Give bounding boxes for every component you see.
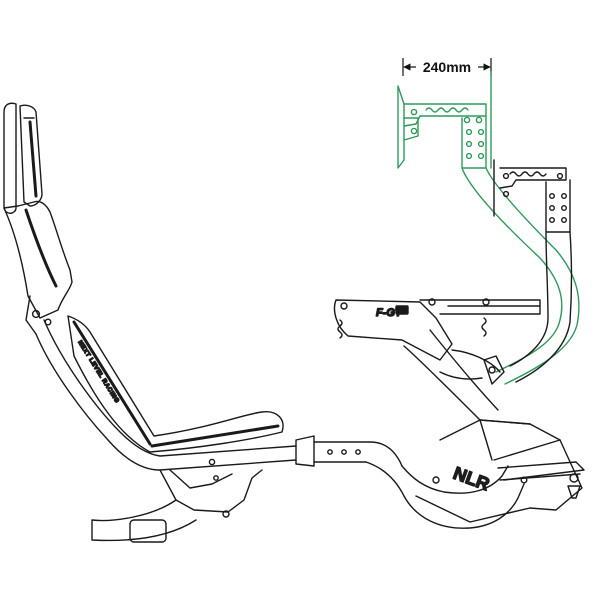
dimension-indicator: 240mm — [402, 58, 492, 76]
logo-badge — [395, 305, 409, 315]
front-upright — [403, 329, 531, 425]
wheel-deck: F-GT lite — [333, 298, 541, 361]
seat-bracket — [159, 458, 263, 518]
seat-side-bolster — [3, 200, 73, 335]
shifter-mount — [493, 159, 573, 383]
base-logo: NLR — [451, 463, 493, 494]
cockpit-frame: NEXT LEVEL RACING — [3, 102, 585, 543]
logo-badge-text: lite — [399, 308, 406, 314]
slider-rail — [295, 435, 403, 467]
pedal-plate — [497, 461, 585, 499]
seat-frame-tube — [35, 319, 297, 471]
rear-foot-tube — [91, 499, 197, 543]
seat-headrest — [3, 102, 43, 214]
adjusted-wheel-mount — [397, 71, 580, 385]
dimension-label: 240mm — [423, 59, 471, 75]
